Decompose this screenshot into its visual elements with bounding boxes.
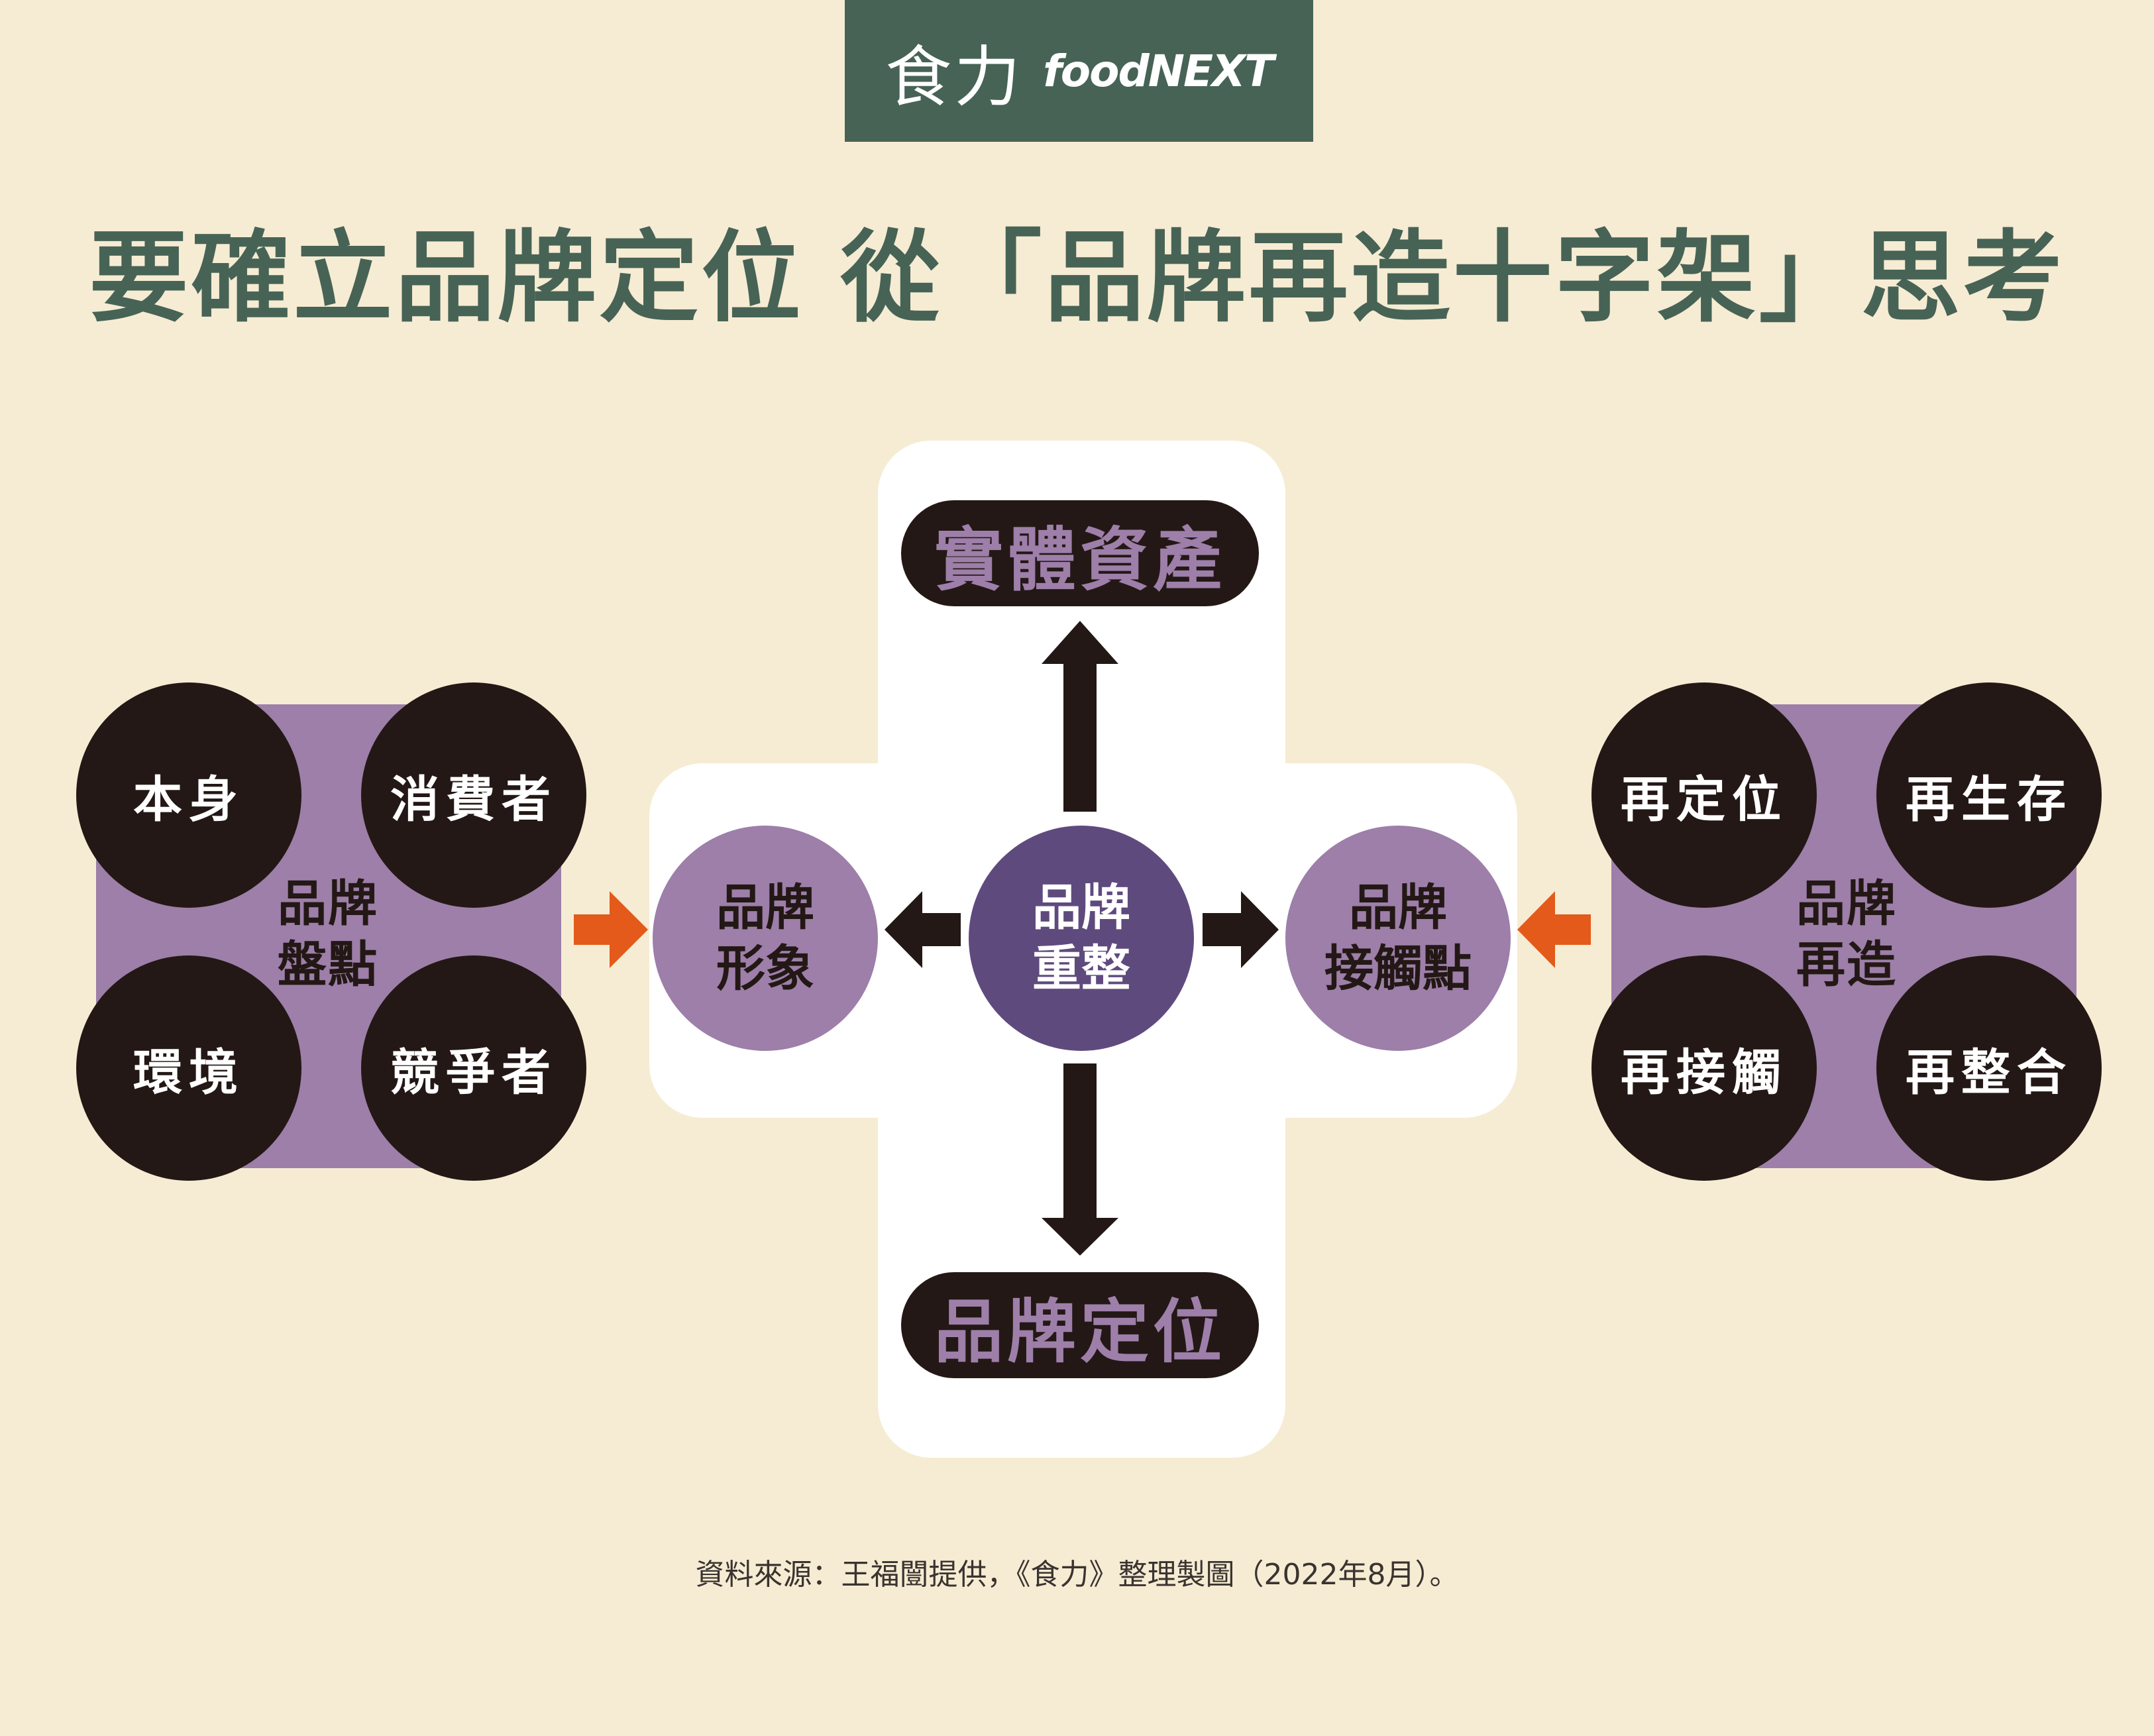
brand-positioning-pill: 品牌定位 xyxy=(901,1272,1259,1378)
left-arrow-icon xyxy=(885,891,961,968)
up-arrow-icon xyxy=(1042,621,1118,812)
brand-restructure-circle: 品牌 重整 xyxy=(969,826,1194,1051)
orange-right-arrow-icon xyxy=(574,891,648,968)
physical-assets-pill: 實體資產 xyxy=(901,500,1259,606)
down-arrow-icon xyxy=(1042,1063,1118,1256)
orange-left-arrow-icon xyxy=(1517,891,1591,968)
brand-inventory-label-overlay: 品牌 盤點 xyxy=(278,875,378,993)
logo-english: foodNEXT xyxy=(1043,45,1274,97)
environment-circle: 環境 xyxy=(76,955,301,1181)
brand-inventory-label: 品牌 盤點 xyxy=(278,875,378,993)
recontact-circle: 再接觸 xyxy=(1591,955,1817,1181)
brand-touchpoints-circle: 品牌 接觸點 xyxy=(1285,826,1511,1051)
self-circle: 本身 xyxy=(76,682,301,908)
consumer-circle: 消費者 xyxy=(361,682,586,908)
logo-chinese: 食力 xyxy=(885,38,1024,116)
right-arrow-icon xyxy=(1203,891,1279,968)
reintegrate-circle: 再整合 xyxy=(1876,955,2102,1181)
resurvive-circle: 再生存 xyxy=(1876,682,2102,908)
logo-banner: 食力 foodNEXT xyxy=(845,0,1313,142)
reposition-circle: 再定位 xyxy=(1591,682,1817,908)
brand-rebuild-label: 品牌 再造 xyxy=(1796,875,1897,993)
source-note: 資料來源：王福闓提供，《食力》整理製圖（2022年8月）。 xyxy=(695,1558,1459,1592)
competitor-circle: 競爭者 xyxy=(361,955,586,1181)
page-title: 要確立品牌定位 從「品牌再造十字架」思考 xyxy=(89,221,2065,336)
brand-image-circle: 品牌 形象 xyxy=(653,826,878,1051)
